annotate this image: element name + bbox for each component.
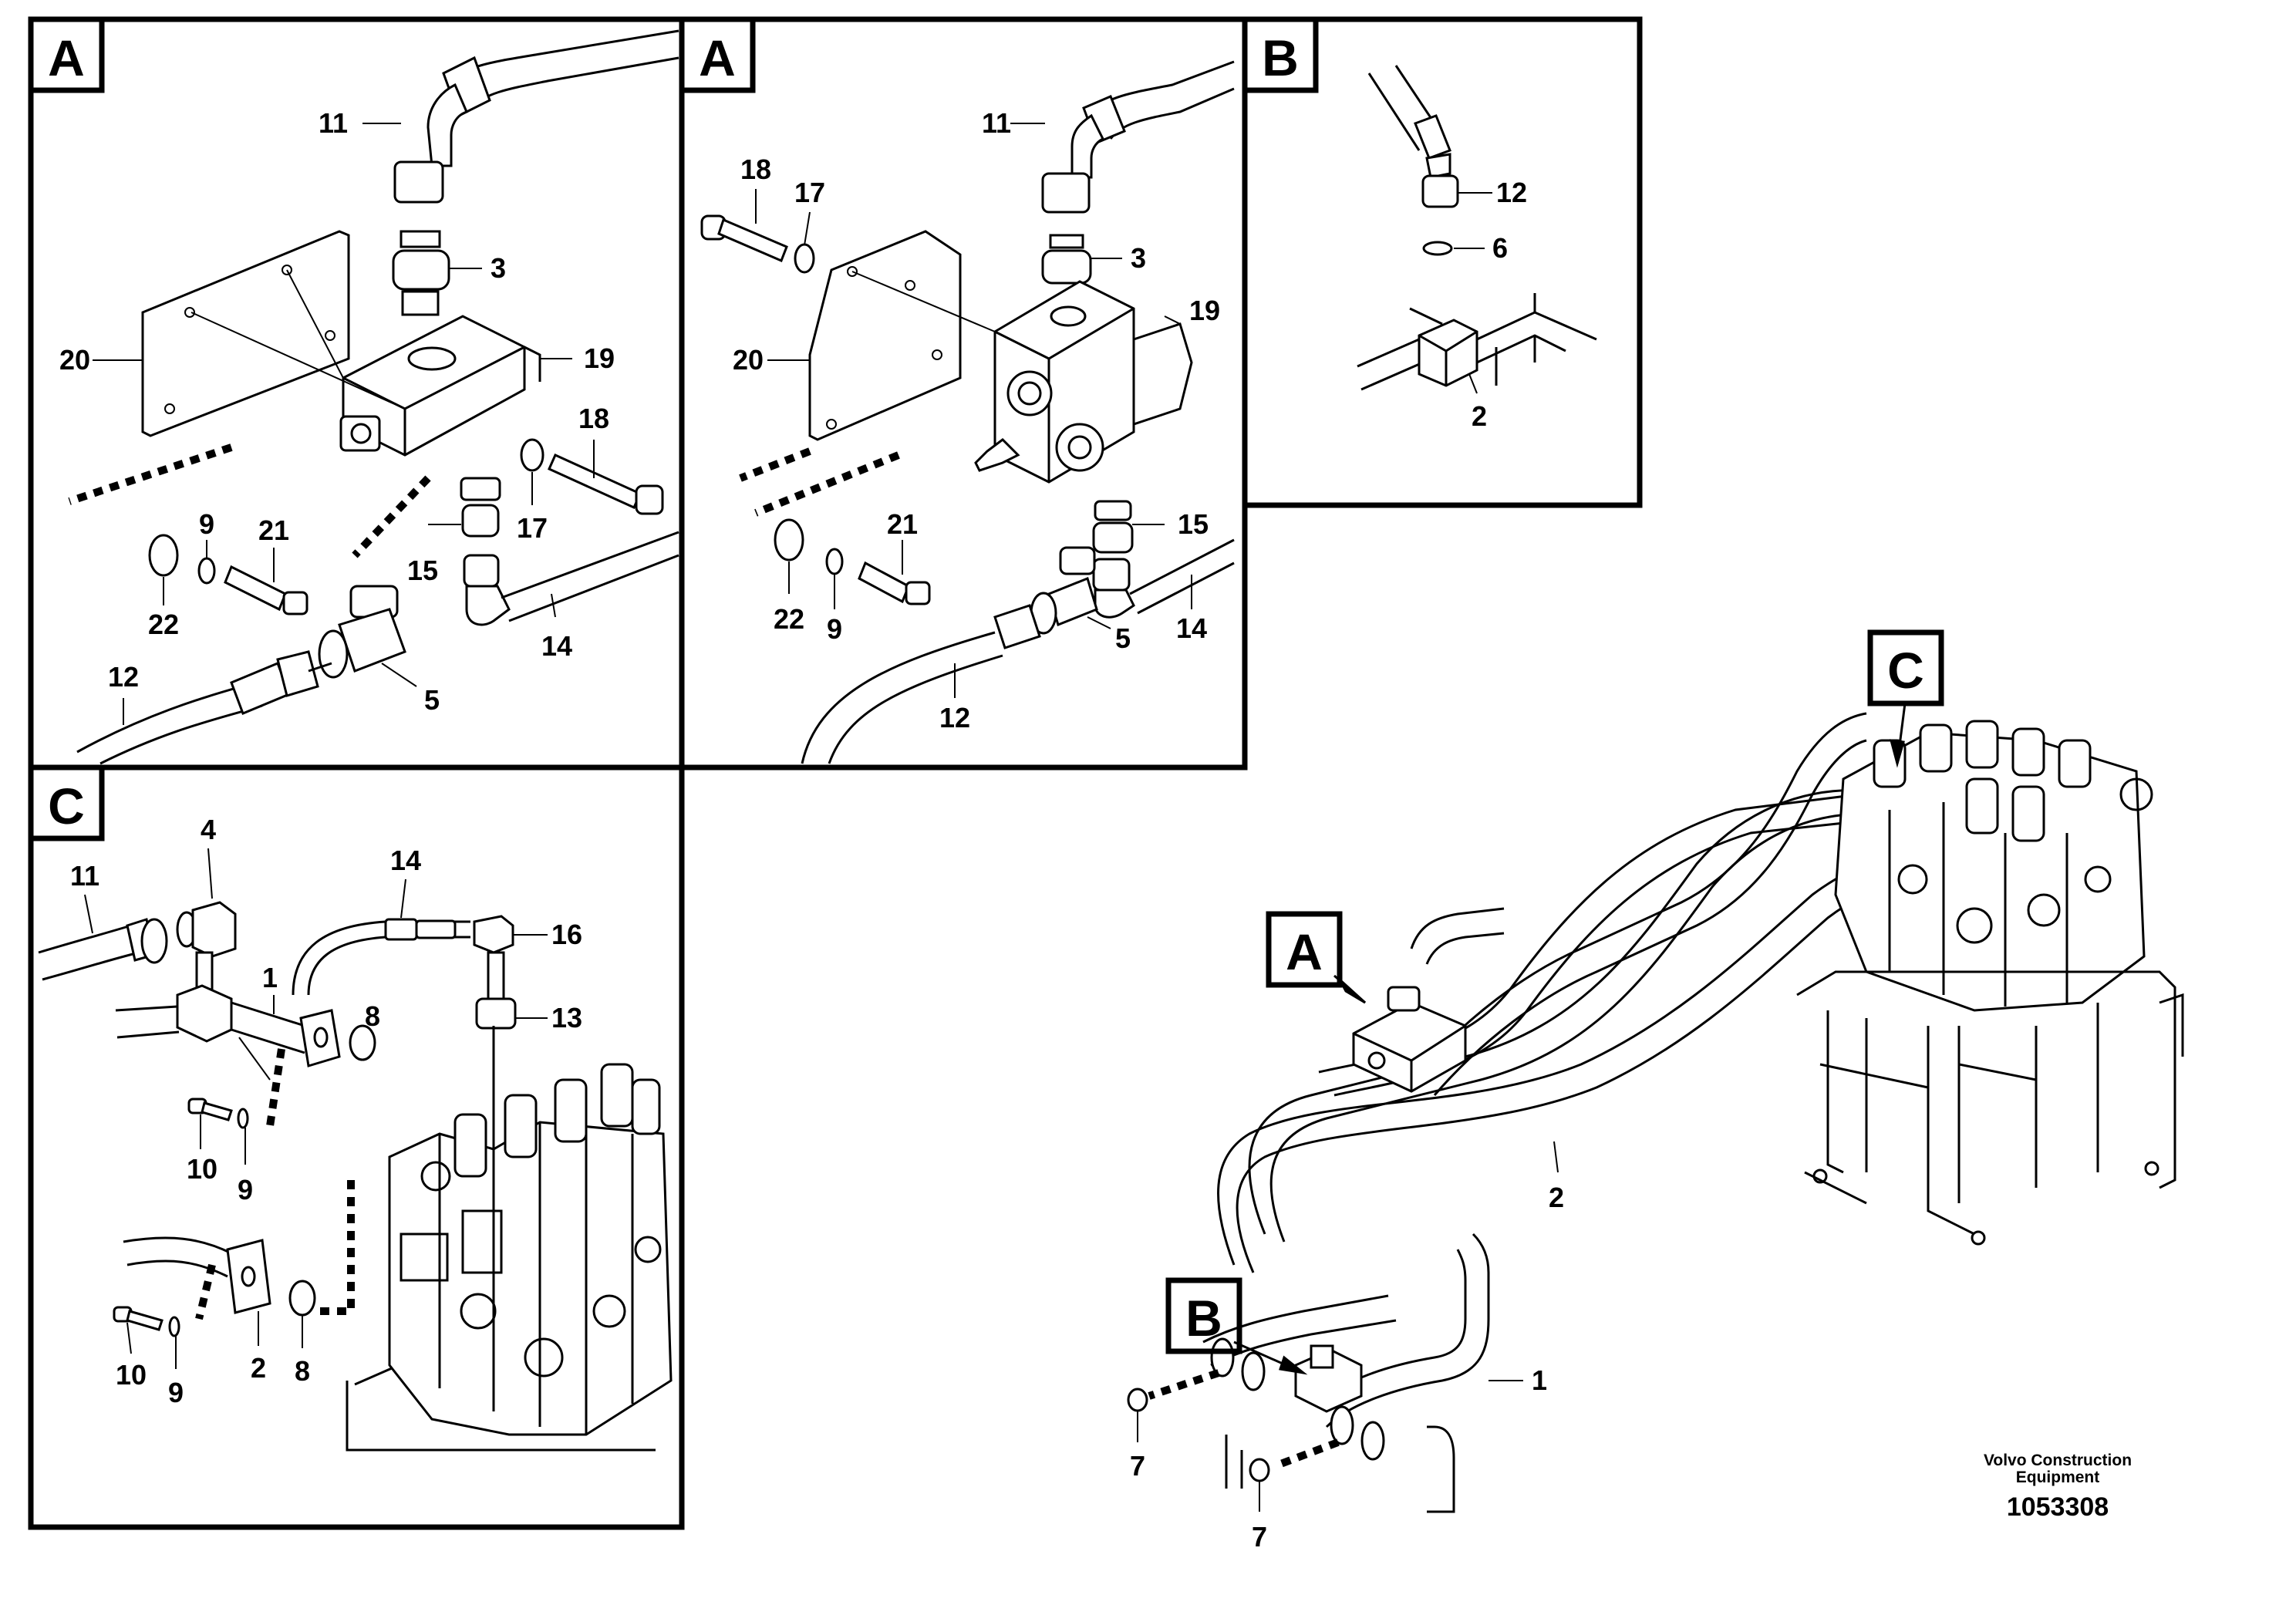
bolt-10-lower-illustration [113, 1306, 180, 1337]
label-8: 8 [295, 1355, 310, 1387]
control-valve-illustration [346, 1026, 673, 1452]
tee-5-illustration [993, 546, 1098, 649]
panel-b-letter: B [1262, 29, 1299, 86]
label-16: 16 [551, 919, 582, 950]
label-3: 3 [1131, 242, 1146, 274]
callout-b: B [1185, 1290, 1222, 1347]
credit-line-1: Volvo Construction [1984, 1452, 2132, 1469]
valve-block-19-illustration [339, 315, 541, 457]
label-11: 11 [982, 107, 1011, 139]
bolt-10-upper-illustration [187, 1098, 249, 1129]
plate-20-illustration [808, 230, 962, 441]
bolt-18-illustration [700, 214, 815, 274]
panel-c: C [28, 764, 685, 1530]
overview-control-valve [1796, 720, 2184, 1246]
fitting-15-illustration [1092, 500, 1135, 619]
label-10: 10 [187, 1153, 217, 1185]
label-12: 12 [108, 661, 139, 693]
overview-labels: 2 1 7 7 [1130, 1141, 1564, 1553]
label-9: 9 [168, 1377, 184, 1408]
label-22: 22 [774, 603, 804, 635]
hose-12-illustration [76, 650, 332, 765]
tee-5-illustration [318, 585, 406, 679]
label-7: 7 [1130, 1450, 1145, 1482]
publisher-credit: Volvo Construction Equipment 1053308 [1984, 1452, 2132, 1522]
hose-12-illustration [1367, 65, 1459, 256]
label-1: 1 [262, 962, 278, 993]
label-14: 14 [541, 630, 572, 662]
callout-a: A [1286, 923, 1323, 980]
label-2: 2 [1472, 400, 1487, 432]
hose-11-illustration [1041, 60, 1235, 285]
valve-19-illustration [974, 280, 1193, 484]
label-4: 4 [201, 814, 216, 845]
overview-tee-b [1202, 1233, 1490, 1513]
label-8: 8 [365, 1000, 380, 1032]
label-17: 17 [794, 177, 825, 208]
label-9: 9 [238, 1174, 253, 1206]
hose-11-illustration [392, 29, 679, 316]
label-15: 15 [407, 555, 438, 586]
label-18: 18 [740, 153, 771, 185]
label-20: 20 [733, 344, 764, 376]
label-6: 6 [1492, 232, 1508, 264]
bolt-21-washers-illustration [148, 534, 308, 615]
label-20: 20 [59, 344, 90, 376]
callout-c: C [1887, 642, 1924, 699]
document-number: 1053308 [2007, 1492, 2109, 1522]
hose-11-illustration [38, 918, 168, 981]
panel-c-labels: 11 4 14 16 1 8 13 10 9 10 9 2 8 [70, 814, 582, 1408]
label-21: 21 [258, 514, 289, 546]
label-2: 2 [1549, 1182, 1564, 1213]
pipe-1-illustration [115, 951, 376, 1067]
label-3: 3 [491, 252, 506, 284]
label-14: 14 [1176, 612, 1207, 644]
label-12: 12 [939, 702, 970, 733]
label-14: 14 [390, 845, 421, 876]
panel-a1: A [28, 16, 685, 771]
overview-assembly: A B C 2 1 7 7 [1127, 629, 2184, 1553]
overview-valve-a [1352, 907, 1505, 1093]
panel-a2-letter: A [699, 29, 736, 86]
label-18: 18 [578, 403, 609, 434]
overview-callouts: A B C [1165, 629, 1944, 1375]
hose-14-illustration [292, 915, 517, 1030]
label-19: 19 [584, 342, 615, 374]
credit-line-2: Equipment [2016, 1469, 2100, 1486]
label-11: 11 [319, 107, 348, 139]
panel-c-letter: C [48, 777, 85, 835]
label-11: 11 [70, 860, 99, 892]
panel-b: B 12 6 2 [1242, 16, 1643, 508]
label-7: 7 [1252, 1521, 1267, 1553]
label-9: 9 [827, 613, 842, 645]
flange-2-illustration [123, 1236, 316, 1317]
label-9: 9 [199, 508, 214, 540]
label-2: 2 [251, 1352, 266, 1384]
label-10: 10 [116, 1359, 147, 1391]
label-17: 17 [517, 512, 548, 544]
panel-a1-letter: A [48, 29, 85, 86]
label-1: 1 [1532, 1364, 1547, 1396]
label-13: 13 [551, 1002, 582, 1034]
label-21: 21 [887, 508, 918, 540]
elbow-4-illustration [176, 901, 237, 958]
label-22: 22 [148, 609, 179, 640]
tee-2-illustration [1357, 293, 1597, 391]
label-19: 19 [1189, 295, 1220, 326]
panel-a2: A [679, 16, 1248, 771]
panel-a2-labels: 18 17 11 3 19 20 21 15 22 9 5 14 12 [733, 107, 1220, 733]
label-5: 5 [424, 684, 440, 716]
label-5: 5 [1115, 622, 1131, 654]
panel-b-labels: 12 6 2 [1454, 177, 1527, 432]
bolt-21-washers-illustration [774, 518, 931, 605]
plate-20-illustration [141, 230, 350, 437]
panel-a1-labels: 11 3 20 19 18 9 21 22 15 17 14 12 5 [59, 107, 615, 725]
label-15: 15 [1178, 508, 1209, 540]
fitting-15-illustration [460, 477, 511, 626]
bolt-18-illustration [520, 438, 664, 515]
label-12: 12 [1496, 177, 1527, 208]
